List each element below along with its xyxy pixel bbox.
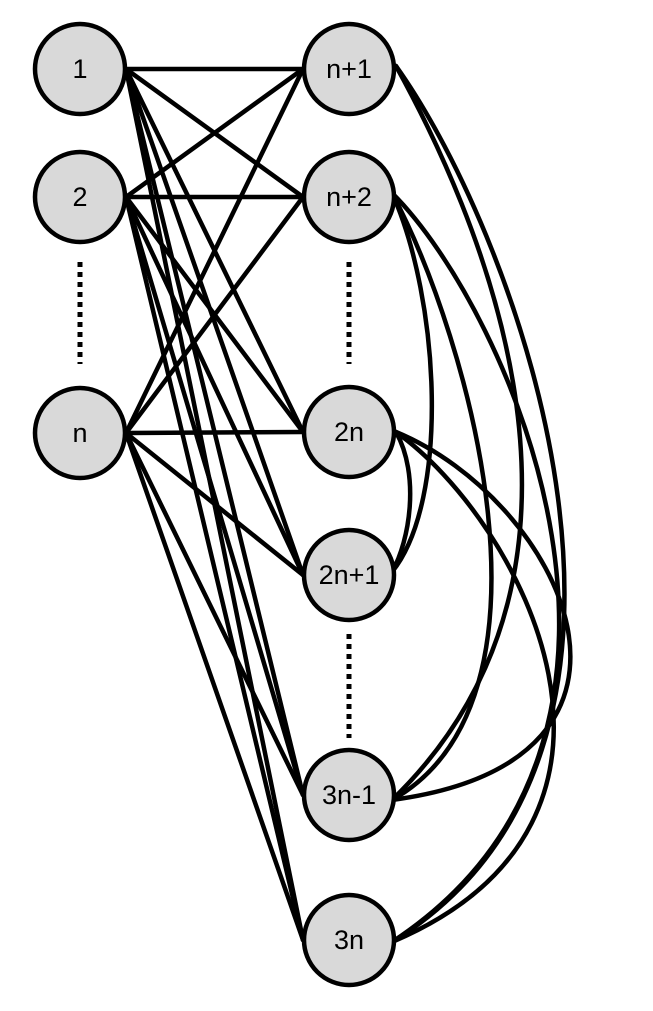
node-n+1: n+1 [301,21,397,117]
node-3n: 3n [301,892,397,988]
edge-layer [123,63,573,945]
edge-2n-to-3n [389,429,556,945]
node-circle [32,149,128,245]
node-label: n+2 [326,182,372,212]
edge-n+1-to-3n-1 [389,63,525,803]
node-2n: 2n [301,384,397,480]
edge-2-to-3n [123,194,306,943]
node-label: n+1 [326,54,372,84]
node-circle [301,149,397,245]
node-circle [301,892,397,988]
edge-n-to-2n [123,429,306,436]
node-label: 2n+1 [319,560,380,590]
node-n: n [32,385,128,481]
node-label: 2 [72,182,87,212]
edge-n+2-to-3n [389,190,562,945]
edge-2n-to-3n-1 [389,429,573,803]
node-circle [301,21,397,117]
edge-1-to-2n+1 [123,66,306,578]
edge-n-to-3n-1 [123,430,306,798]
node-label: 2n [334,417,364,447]
edge-n-to-3n [123,430,306,943]
node-label: n [72,418,87,448]
node-circle [301,384,397,480]
node-1: 1 [32,21,128,117]
edge-2n-to-2n+1 [389,429,413,575]
node-label: 3n [334,925,364,955]
edge-n+2-to-2n+1 [389,190,435,575]
edge-2-to-2n+1 [123,194,306,578]
edge-2-to-3n-1 [123,194,306,798]
edge-n-to-n+2 [123,194,306,436]
node-label: 3n-1 [322,780,376,810]
node-2n+1: 2n+1 [301,527,397,623]
node-label: 1 [72,54,87,84]
edge-n-to-2n+1 [123,430,306,578]
node-circle [301,747,397,843]
edge-n-to-n+1 [123,66,306,436]
edge-n+2-to-3n-1 [389,190,494,803]
node-3n-1: 3n-1 [301,747,397,843]
node-2: 2 [32,149,128,245]
node-circle [32,21,128,117]
node-n+2: n+2 [301,149,397,245]
edge-2-to-n+1 [123,66,306,200]
node-circle [32,385,128,481]
node-circle [301,527,397,623]
